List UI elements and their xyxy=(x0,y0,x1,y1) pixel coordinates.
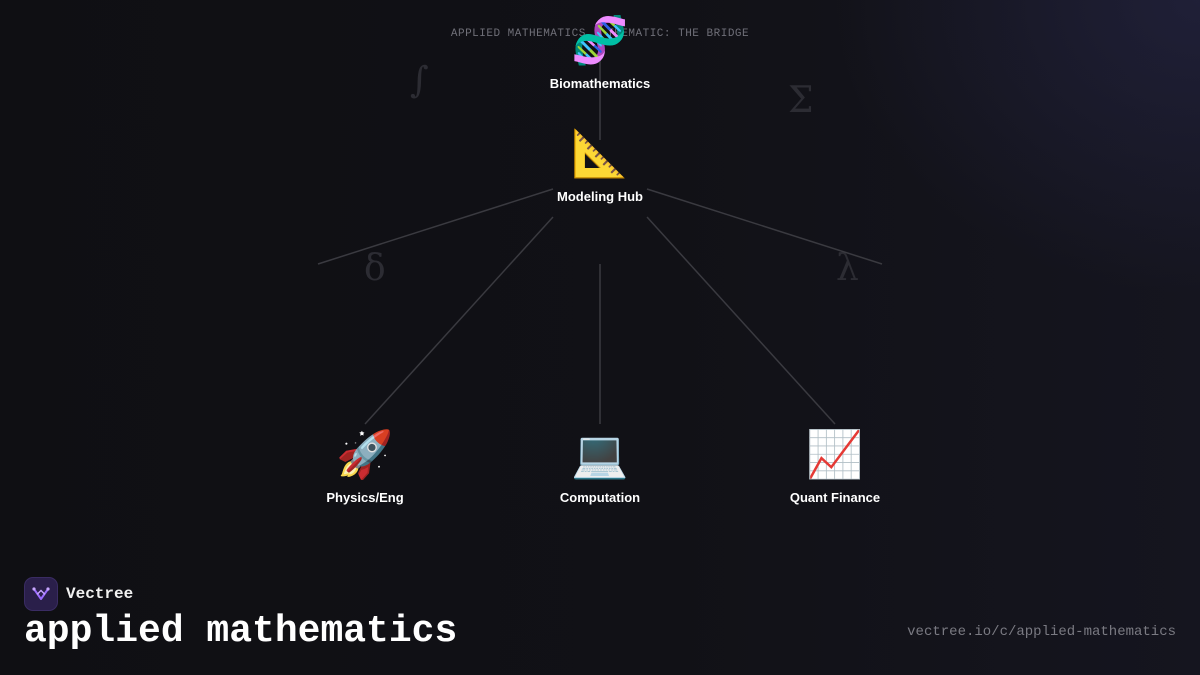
node-label-biomathematics: Biomathematics xyxy=(549,76,651,91)
edge-modeling-hub-side-right xyxy=(646,188,883,265)
node-modeling-hub[interactable]: 📐 Modeling Hub xyxy=(510,125,690,204)
node-biomathematics[interactable]: 🧬 Biomathematics xyxy=(510,12,690,91)
node-label-computation: Computation xyxy=(559,490,641,505)
edge-modeling-hub-quant-finance xyxy=(646,216,836,425)
sigma-symbol: Σ xyxy=(788,80,814,121)
delta-symbol: δ xyxy=(364,248,386,289)
node-label-physics-eng: Physics/Eng xyxy=(326,490,404,505)
edge-modeling-hub-physics-eng xyxy=(364,216,554,425)
node-computation[interactable]: 💻 Computation xyxy=(510,426,690,505)
vectree-logo-icon xyxy=(24,577,58,611)
dna-icon: 🧬 xyxy=(571,13,629,67)
edge-modeling-hub-side-left xyxy=(317,188,554,265)
diagram-title: APPLIED MATHEMATICS · THEMATIC: THE BRID… xyxy=(450,28,750,40)
brand-name: Vectree xyxy=(66,585,134,603)
chart-increasing-icon: 📈 xyxy=(806,427,864,481)
node-label-quant-finance: Quant Finance xyxy=(789,490,881,505)
node-physics-eng[interactable]: 🚀 Physics/Eng xyxy=(275,426,455,505)
node-label-modeling-hub: Modeling Hub xyxy=(557,189,643,204)
brand[interactable]: Vectree xyxy=(24,577,133,611)
page-heading: applied mathematics xyxy=(24,610,458,653)
integral-symbol: ∫ xyxy=(410,60,429,101)
page-url-link[interactable]: vectree.io/c/applied-mathematics xyxy=(907,624,1176,640)
rocket-icon: 🚀 xyxy=(336,427,394,481)
laptop-icon: 💻 xyxy=(571,427,629,481)
triangular-ruler-icon: 📐 xyxy=(571,126,629,180)
node-quant-finance[interactable]: 📈 Quant Finance xyxy=(745,426,925,505)
lambda-symbol: λ xyxy=(836,248,859,289)
